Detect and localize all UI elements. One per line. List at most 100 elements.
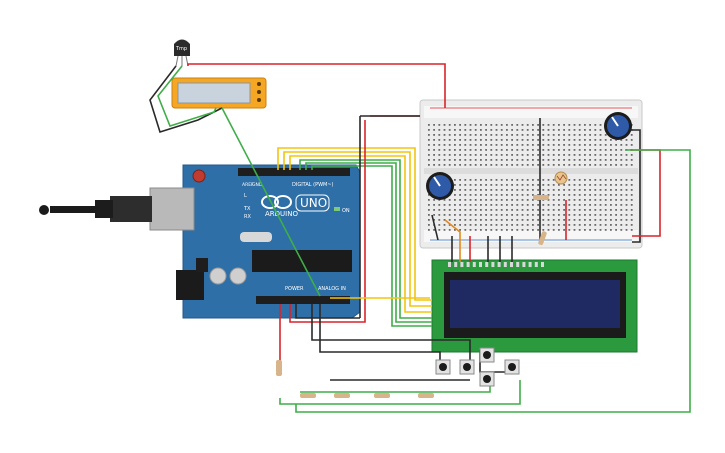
breadboard-hole	[464, 129, 467, 131]
breadboard-hole	[511, 164, 513, 166]
breadboard-hole	[454, 149, 456, 151]
potentiometer-right[interactable]	[604, 112, 632, 140]
breadboard-hole	[495, 184, 498, 186]
breadboard-hole	[558, 189, 560, 191]
lcd-pins	[448, 262, 544, 267]
breadboard-hole	[485, 144, 487, 146]
breadboard-hole	[552, 124, 555, 126]
breadboard-hole	[506, 139, 508, 141]
breadboard-hole	[506, 179, 508, 181]
breadboard-hole	[464, 219, 467, 221]
push-buttons[interactable]	[435, 347, 520, 387]
breadboard-hole	[474, 124, 477, 126]
breadboard-hole	[490, 184, 493, 186]
breadboard-hole	[459, 134, 461, 136]
breadboard-hole	[558, 219, 560, 221]
breadboard-hole	[526, 149, 529, 151]
breadboard-hole	[511, 204, 513, 206]
breadboard-hole	[516, 154, 519, 156]
breadboard-hole	[584, 214, 586, 216]
breadboard-hole	[448, 214, 451, 216]
lcd-pin	[497, 262, 501, 267]
breadboard-hole	[542, 219, 545, 221]
breadboard-hole	[521, 129, 524, 131]
breadboard-hole	[568, 229, 571, 231]
breadboard-hole	[433, 229, 435, 231]
breadboard-hole	[584, 184, 586, 186]
breadboard-hole	[521, 199, 524, 201]
breadboard-hole	[511, 209, 513, 211]
breadboard-hole	[443, 144, 446, 146]
lcd-pin	[522, 262, 526, 267]
breadboard-hole	[573, 154, 576, 156]
breadboard-hole	[454, 124, 456, 126]
breadboard-hole	[578, 224, 581, 226]
breadboard-hole	[615, 159, 617, 161]
breadboard-hole	[474, 189, 477, 191]
breadboard-hole	[469, 199, 472, 201]
breadboard-hole	[573, 129, 576, 131]
lcd-display[interactable]	[431, 259, 638, 353]
breadboard-hole	[485, 134, 487, 136]
breadboard-hole	[480, 139, 482, 141]
breadboard-hole	[506, 164, 508, 166]
breadboard-hole	[599, 209, 602, 211]
breadboard-hole	[490, 194, 493, 196]
breadboard[interactable]	[419, 99, 643, 249]
breadboard-hole	[495, 124, 498, 126]
push-button[interactable]	[435, 359, 451, 375]
breadboard-hole	[620, 154, 623, 156]
breadboard-hole	[615, 194, 617, 196]
push-button[interactable]	[479, 347, 495, 363]
breadboard-hole	[620, 209, 623, 211]
breadboard-hole	[558, 199, 560, 201]
breadboard-hole	[511, 124, 513, 126]
breadboard-hole	[594, 179, 597, 181]
breadboard-hole	[480, 124, 482, 126]
breadboard-hole	[589, 144, 591, 146]
temperature-sensor[interactable]: Tmp	[174, 39, 190, 67]
digital-label: DIGITAL (PWM~)	[292, 182, 334, 188]
push-button[interactable]	[459, 359, 475, 375]
breadboard-hole	[573, 194, 576, 196]
breadboard-hole	[495, 229, 498, 231]
photoresistor[interactable]	[554, 171, 568, 185]
breadboard-hole	[428, 204, 430, 206]
breadboard-hole	[532, 194, 534, 196]
breadboard-hole	[516, 224, 519, 226]
segment-display-module[interactable]	[171, 77, 267, 109]
breadboard-hole	[594, 164, 597, 166]
breadboard-hole	[516, 189, 519, 191]
breadboard-hole	[532, 199, 534, 201]
breadboard-hole	[469, 184, 472, 186]
lcd-pin	[516, 262, 520, 267]
breadboard-hole	[433, 164, 435, 166]
breadboard-hole	[438, 129, 441, 131]
breadboard-hole	[443, 224, 446, 226]
capacitor	[209, 267, 227, 285]
breadboard-hole	[433, 159, 435, 161]
breadboard-hole	[573, 134, 576, 136]
breadboard-hole	[464, 144, 467, 146]
arduino-uno-board[interactable]: ARDUINO UNO L TX RX ON DIGITAL (PWM~) AR…	[149, 164, 361, 319]
breadboard-hole	[506, 229, 508, 231]
breadboard-hole	[454, 199, 456, 201]
breadboard-hole	[568, 134, 571, 136]
breadboard-hole	[620, 139, 623, 141]
push-button[interactable]	[479, 371, 495, 387]
breadboard-hole	[521, 159, 524, 161]
breadboard-hole	[563, 219, 565, 221]
breadboard-hole	[573, 164, 576, 166]
breadboard-hole	[485, 139, 487, 141]
breadboard-hole	[542, 229, 545, 231]
breadboard-hole	[443, 159, 446, 161]
breadboard-hole	[459, 219, 461, 221]
breadboard-hole	[630, 194, 633, 196]
breadboard-hole	[532, 154, 534, 156]
breadboard-hole	[547, 164, 550, 166]
push-button[interactable]	[504, 359, 520, 375]
potentiometer-left[interactable]	[426, 172, 454, 200]
breadboard-hole	[630, 154, 633, 156]
reset-button[interactable]	[192, 169, 206, 183]
breadboard-hole	[443, 219, 446, 221]
